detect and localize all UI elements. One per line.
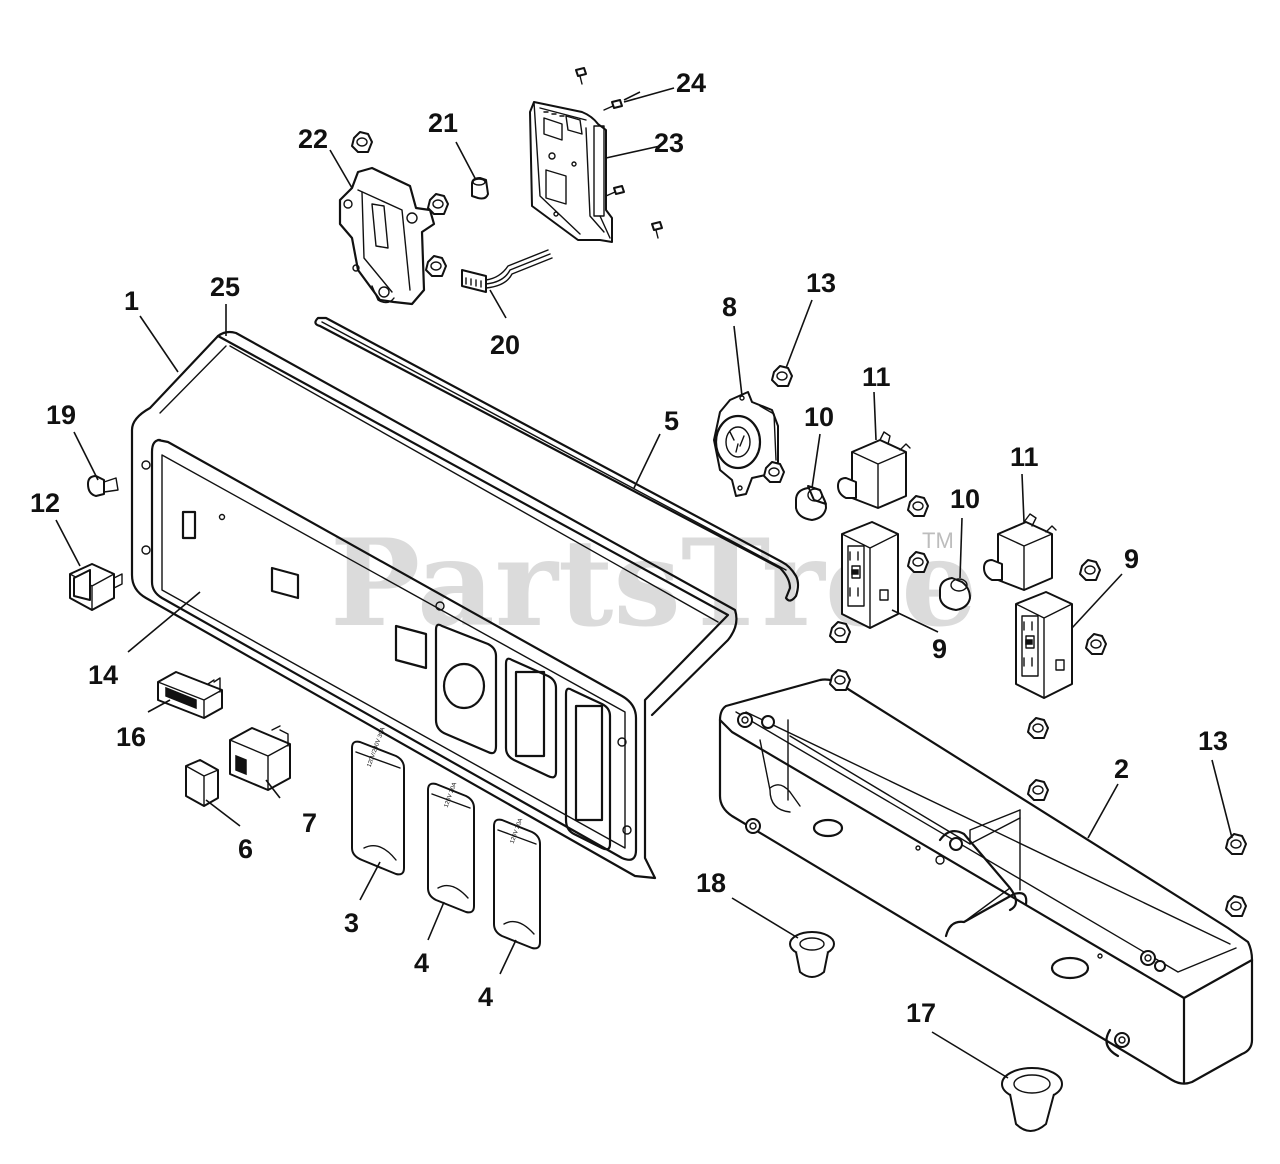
label-21: 21 [428,108,458,138]
label-23: 23 [654,128,684,158]
nut [1079,559,1101,581]
label-4: 4 [414,948,429,978]
nut [1027,717,1049,739]
screw [605,185,625,197]
label-13: 13 [1198,726,1228,756]
label-5: 5 [664,406,679,436]
nut [351,131,373,153]
nut [427,193,449,215]
nut [1085,633,1107,655]
label-8: 8 [722,292,737,322]
circuit-breaker-knob[interactable] [939,577,971,611]
outlet-cover[interactable]: 120V 20A [493,818,541,950]
bottom-box[interactable] [718,678,1254,1085]
screw [575,67,587,85]
label-11: 11 [1010,442,1039,472]
nut [907,551,929,573]
label-24: 24 [676,68,706,98]
nut [763,461,785,483]
circuit-breaker[interactable] [837,431,911,509]
idle-switch[interactable] [229,725,291,791]
label-1: 1 [124,286,139,316]
nut [907,495,929,517]
twist-lock-receptacle[interactable] [713,391,779,497]
circuit-board[interactable] [529,101,613,243]
label-22: 22 [298,124,328,154]
label-10: 10 [804,402,834,432]
rubber-plug[interactable] [789,931,835,978]
label-9: 9 [1124,544,1139,574]
nut [829,669,851,691]
label-7: 7 [302,808,317,838]
label-2: 2 [1114,754,1129,784]
pin[interactable] [471,177,489,200]
label-12: 12 [30,488,60,518]
nut [1027,779,1049,801]
rubber-plug[interactable] [1001,1067,1063,1132]
label-19: 19 [46,400,76,430]
part-labels: 1 2 3 4 4 5 6 7 8 9 9 10 10 11 11 12 13 … [30,68,1228,1028]
hour-meter[interactable] [157,671,223,719]
label-18: 18 [696,868,726,898]
outlet-cover[interactable]: 120V 20A [427,782,475,914]
screw [651,221,663,239]
nut [1225,833,1247,855]
label-3: 3 [344,908,359,938]
circuit-breaker-knob[interactable] [795,485,827,521]
nut [1225,895,1247,917]
watermark-trademark: TM [922,528,954,553]
label-14: 14 [88,660,118,690]
control-panel[interactable] [130,330,738,880]
gfci-outlet[interactable] [841,521,899,629]
nut [771,365,793,387]
label-17: 17 [906,998,936,1028]
gfci-outlet[interactable] [1015,591,1073,699]
circuit-breaker[interactable] [983,513,1057,591]
switch-cover[interactable] [185,759,219,807]
nut [829,621,851,643]
label-4: 4 [478,982,493,1012]
label-6: 6 [238,834,253,864]
rocker-switch[interactable] [69,563,123,611]
label-13: 13 [806,268,836,298]
label-10: 10 [950,484,980,514]
panel-screw[interactable] [87,475,119,497]
bracket[interactable] [338,166,436,306]
gasket-strip[interactable] [314,316,800,602]
label-9: 9 [932,634,947,664]
nut [425,255,447,277]
label-20: 20 [490,330,520,360]
label-11: 11 [862,362,891,392]
screw [603,99,623,111]
outlet-cover[interactable]: 120V/240V 30A [351,727,405,876]
label-25: 25 [210,272,240,302]
label-16: 16 [116,722,146,752]
wire-connector[interactable] [461,249,553,293]
leader-lines [55,87,1233,1079]
